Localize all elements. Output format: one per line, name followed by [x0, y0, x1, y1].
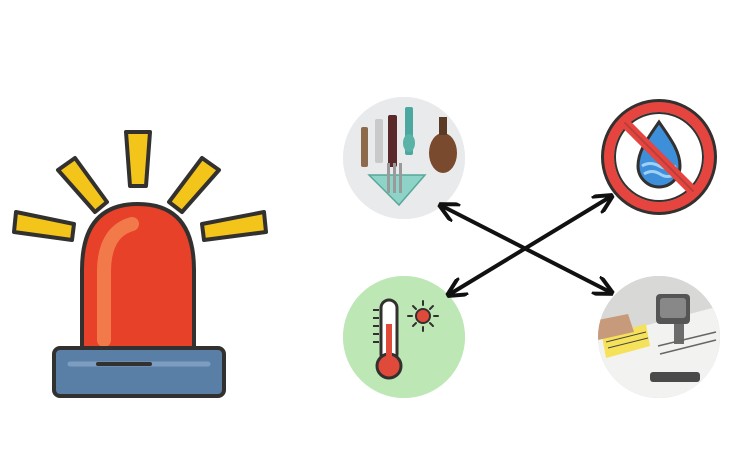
siren-ray — [124, 130, 152, 188]
no-water-icon — [598, 96, 720, 218]
siren-base — [52, 346, 226, 398]
siren-highlight — [97, 217, 139, 347]
testing-machine-photo — [598, 276, 720, 398]
siren-ray — [200, 210, 268, 242]
siren-ray — [12, 210, 76, 242]
alarm-siren-icon — [12, 130, 268, 398]
sun-icon — [415, 308, 431, 324]
siren-ray — [167, 156, 221, 214]
siren-ray — [56, 156, 109, 214]
arrow-thermo-to-water — [450, 197, 610, 294]
